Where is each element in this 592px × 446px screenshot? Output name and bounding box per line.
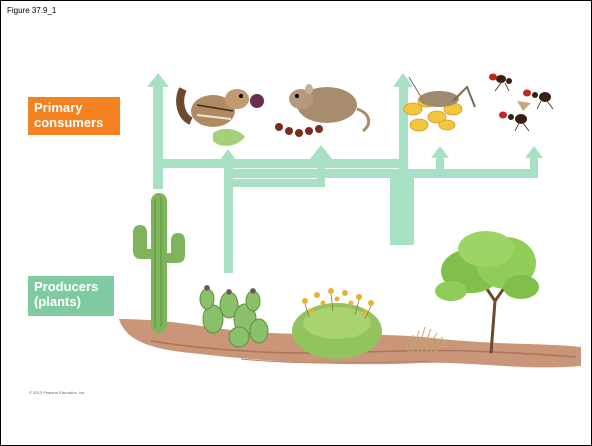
primary-consumers-label-line-1: Primary [34,100,114,115]
kangaroo-rat-icon [275,84,369,137]
mesquite-tree-icon [435,231,539,353]
flowering-shrub-icon [292,288,382,359]
grasshopper-icon [404,77,475,131]
primary-consumers-label: Primary consumers [28,97,120,135]
producers-label-line-2: (plants) [34,294,108,309]
copyright-notice: © 2013 Pearson Education, Inc. [29,390,86,395]
chipmunk-icon [180,89,264,146]
producers-label: Producers (plants) [28,276,114,316]
ant-icon [489,74,553,132]
producers-label-line-1: Producers [34,279,108,294]
saguaro-cactus-icon [133,193,185,333]
primary-consumers-label-line-2: consumers [34,115,114,130]
